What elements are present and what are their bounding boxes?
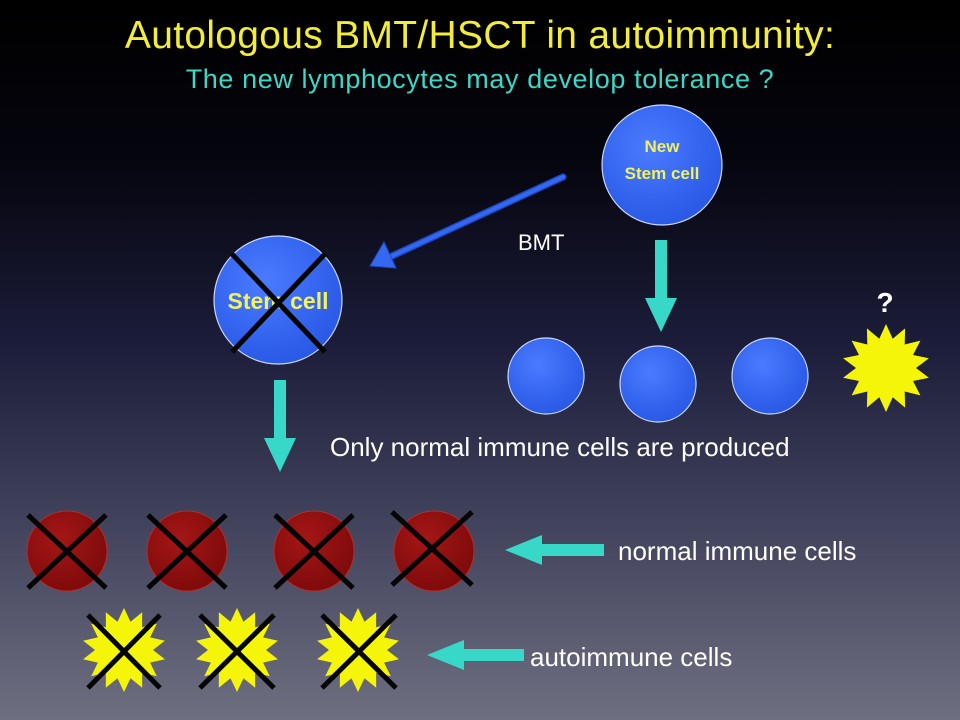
uncertain-autoimmune-cell	[843, 324, 929, 412]
bmt-label: BMT	[518, 230, 564, 255]
destroyed-normal-cell	[390, 510, 475, 592]
autoimmune-cells-label: autoimmune cells	[530, 642, 732, 672]
question-mark: ?	[876, 287, 893, 318]
new-normal-cell	[731, 337, 809, 415]
slide-subtitle: The new lymphocytes may develop toleranc…	[185, 64, 775, 94]
slide-title: Autologous BMT/HSCT in autoimmunity:	[124, 14, 836, 57]
new-stem-cell-label-line1: New	[645, 137, 681, 156]
destroyed-normal-cell	[26, 510, 108, 592]
cross-mark	[230, 252, 327, 354]
old-stem-cell: Stem cell	[213, 235, 343, 365]
new-normal-cell	[619, 345, 697, 423]
destroyed-autoimmune-cell	[317, 608, 399, 692]
left-arrow-autoimmune	[427, 640, 524, 670]
normal-cells-label: normal immune cells	[618, 536, 856, 566]
bmt-arrow	[369, 173, 567, 269]
left-arrow-normal	[505, 535, 604, 565]
destroyed-normal-cell	[146, 510, 228, 592]
only-normal-label: Only normal immune cells are produced	[330, 432, 790, 462]
new-normal-cell	[507, 337, 585, 415]
new-stem-cell-label-line2: Stem cell	[625, 164, 700, 183]
destroyed-autoimmune-cell	[83, 608, 165, 692]
destroyed-autoimmune-cell	[196, 608, 278, 692]
down-arrow-new-stem	[645, 240, 677, 332]
destroyed-normal-cell	[273, 510, 355, 592]
down-arrow-old-stem	[264, 380, 296, 472]
new-stem-cell: New Stem cell	[601, 104, 723, 226]
